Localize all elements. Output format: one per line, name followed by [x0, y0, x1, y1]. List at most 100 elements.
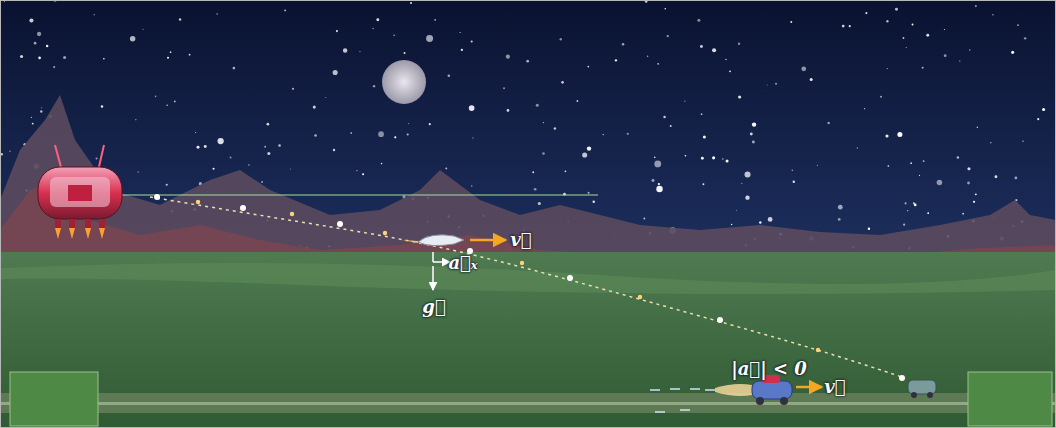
- star: [603, 134, 604, 135]
- star: [1015, 176, 1018, 179]
- star: [197, 146, 200, 149]
- star: [810, 78, 813, 81]
- star: [622, 43, 625, 46]
- star: [38, 57, 41, 60]
- star: [767, 85, 768, 86]
- star: [923, 160, 925, 162]
- star: [912, 24, 914, 26]
- star: [654, 160, 661, 167]
- star: [588, 192, 590, 194]
- trajectory-dot: [196, 200, 200, 204]
- ground-shade: [0, 263, 1056, 294]
- star: [167, 57, 169, 59]
- star: [975, 5, 977, 7]
- star: [944, 29, 945, 30]
- star: [314, 134, 317, 137]
- star: [658, 183, 660, 185]
- star: [534, 188, 537, 191]
- star: [887, 165, 889, 167]
- trajectory-dot: [717, 317, 723, 323]
- star: [29, 18, 33, 22]
- star: [267, 152, 270, 155]
- road: [0, 393, 1056, 413]
- star: [350, 132, 352, 134]
- vector-label: g⃗: [422, 297, 445, 317]
- acceleration-arrow: [433, 261, 450, 263]
- star: [790, 21, 792, 23]
- star: [448, 74, 451, 77]
- star: [217, 138, 223, 144]
- star: [189, 54, 191, 56]
- star: [745, 171, 751, 177]
- star: [471, 40, 473, 42]
- star: [1011, 51, 1014, 54]
- star: [726, 159, 729, 162]
- star: [885, 134, 888, 137]
- star: [343, 48, 347, 52]
- star: [506, 55, 510, 59]
- star: [654, 157, 656, 159]
- star: [701, 157, 704, 160]
- star: [372, 28, 374, 30]
- star: [538, 202, 541, 205]
- star: [582, 152, 587, 157]
- star: [992, 14, 993, 15]
- star: [712, 156, 715, 159]
- star: [944, 54, 947, 57]
- star: [587, 146, 591, 150]
- star: [670, 125, 672, 127]
- star: [195, 132, 196, 133]
- star: [460, 32, 461, 33]
- star: [204, 145, 207, 148]
- star: [267, 123, 270, 126]
- star: [903, 224, 905, 226]
- trajectory-dot: [899, 375, 905, 381]
- star: [96, 158, 98, 160]
- star: [725, 59, 727, 61]
- star: [284, 9, 286, 11]
- star: [313, 106, 316, 109]
- star: [32, 123, 34, 125]
- star: [663, 116, 666, 119]
- trajectory-dot: [240, 205, 246, 211]
- star: [922, 67, 924, 69]
- vector-label: v⃗: [824, 377, 845, 397]
- star: [230, 157, 232, 159]
- trajectory-dot: [337, 221, 343, 227]
- star: [864, 108, 865, 109]
- star: [170, 51, 172, 53]
- star: [472, 137, 473, 138]
- star: [155, 96, 157, 98]
- star: [408, 123, 409, 124]
- star: [665, 8, 666, 9]
- star: [526, 60, 529, 63]
- star: [962, 213, 964, 215]
- star: [407, 133, 409, 135]
- star: [179, 18, 181, 20]
- star: [697, 19, 700, 22]
- star: [736, 210, 737, 211]
- star: [1037, 118, 1039, 120]
- star: [37, 32, 41, 36]
- star: [880, 96, 882, 98]
- star: [248, 164, 249, 165]
- star: [376, 18, 379, 21]
- star: [20, 55, 23, 58]
- star: [927, 212, 929, 214]
- star: [9, 151, 10, 152]
- star: [41, 107, 42, 108]
- platform: [10, 372, 98, 426]
- star: [233, 67, 236, 70]
- star: [130, 36, 135, 41]
- star: [31, 117, 32, 118]
- star: [593, 201, 595, 203]
- star: [865, 12, 867, 14]
- star: [752, 122, 756, 126]
- star: [741, 183, 742, 184]
- star: [913, 202, 915, 204]
- exhaust: [650, 384, 752, 412]
- star: [838, 218, 841, 221]
- star: [731, 224, 732, 225]
- star: [995, 175, 998, 178]
